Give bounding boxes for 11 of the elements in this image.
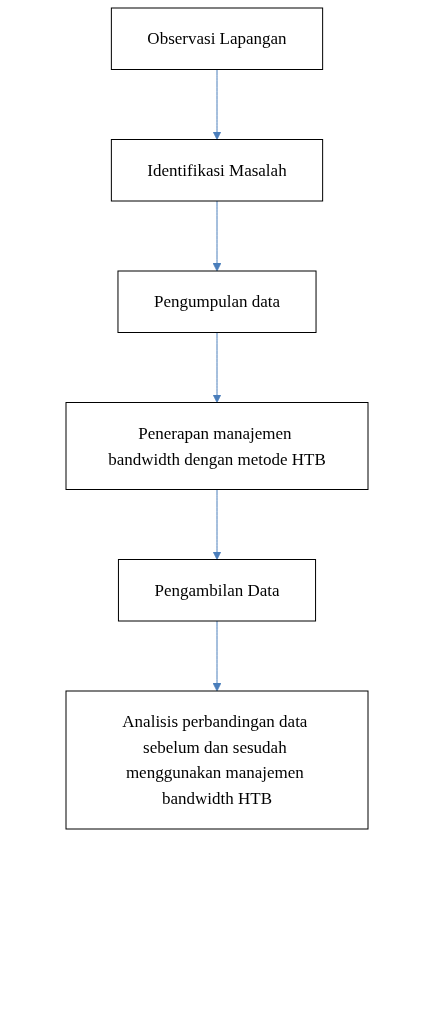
node-box: Pengumpulan data [116,270,317,333]
node-box: Identifikasi Masalah [110,139,323,202]
node-box: Analisis perbandingan data sebelum dan sesudah menggunakan manajemen bandwidth HTB [65,690,368,830]
arrow [212,200,221,272]
node-box: Observasi Lapangan [110,7,323,70]
node-box: Pengambilan Data [117,559,316,622]
node-box: Penerapan manajemen bandwidth dengan metode HTB [65,402,368,490]
arrow [212,69,221,140]
arrow [212,620,221,692]
arrow [212,489,221,560]
arrow [212,332,221,403]
